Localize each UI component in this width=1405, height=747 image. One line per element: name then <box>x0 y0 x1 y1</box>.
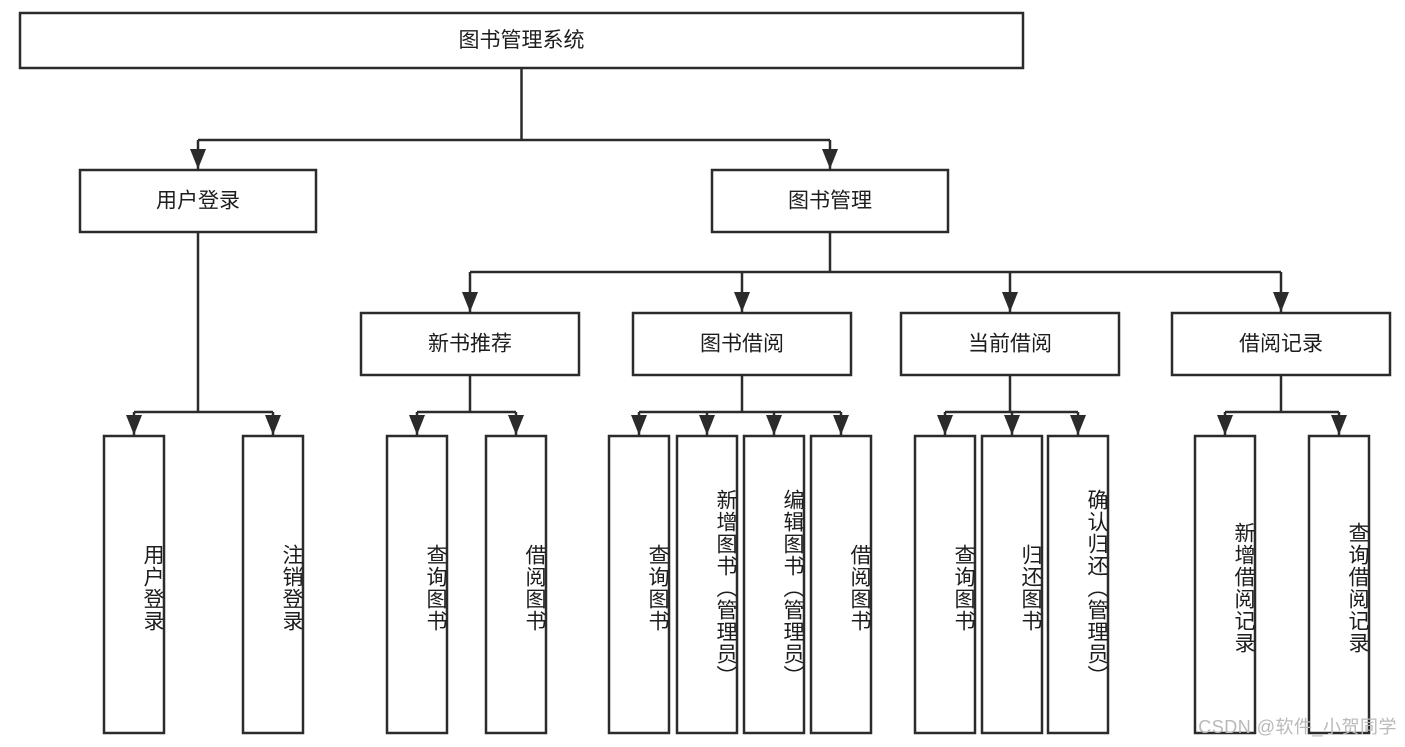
node-level2-box-1[interactable] <box>710 168 950 234</box>
node-leaf-box-7[interactable] <box>809 434 873 735</box>
edges-layer <box>126 68 1347 435</box>
arrow-head-icon <box>190 149 206 169</box>
node-level3-label-0: 新书推荐 <box>428 333 512 356</box>
node-leaf-box-12[interactable] <box>1307 434 1371 735</box>
arrow-head-icon <box>409 415 425 435</box>
arrow-head-icon <box>766 415 782 435</box>
arrow-head-icon <box>1070 415 1086 435</box>
arrow-head-icon <box>265 415 281 435</box>
arrow-head-icon <box>631 415 647 435</box>
arrow-head-icon <box>1002 292 1018 312</box>
node-leaf-box-1[interactable] <box>241 434 305 735</box>
watermark: CSDN @软件_小贺同学 <box>1198 717 1397 737</box>
node-leaf-box-9[interactable] <box>980 434 1044 735</box>
node-leaf-box-5[interactable] <box>675 434 739 735</box>
arrow-head-icon <box>462 292 478 312</box>
node-level3-label-3: 借阅记录 <box>1239 333 1323 356</box>
node-leaf-box-10[interactable] <box>1046 434 1110 735</box>
node-leaf-box-2[interactable] <box>385 434 449 735</box>
node-leaf-box-6[interactable] <box>742 434 806 735</box>
arrow-head-icon <box>1273 292 1289 312</box>
node-root-box[interactable] <box>18 11 1025 70</box>
arrow-head-icon <box>833 415 849 435</box>
node-leaf-box-0[interactable] <box>102 434 166 735</box>
arrow-head-icon <box>734 292 750 312</box>
node-level3-box-1[interactable] <box>631 311 853 377</box>
arrow-head-icon <box>1331 415 1347 435</box>
node-leaf-box-4[interactable] <box>607 434 671 735</box>
arrow-head-icon <box>937 415 953 435</box>
node-level3-box-2[interactable] <box>899 311 1121 377</box>
boxes-layer <box>18 11 1392 735</box>
node-leaf-box-11[interactable] <box>1193 434 1257 735</box>
node-leaf-box-3[interactable] <box>484 434 548 735</box>
node-level3-box-0[interactable] <box>359 311 581 377</box>
node-level3-box-3[interactable] <box>1170 311 1392 377</box>
node-level2-box-0[interactable] <box>78 168 318 234</box>
node-level2-label-0: 用户登录 <box>156 190 240 213</box>
arrow-head-icon <box>699 415 715 435</box>
node-root-label: 图书管理系统 <box>459 29 585 52</box>
arrow-head-icon <box>822 149 838 169</box>
arrow-head-icon <box>1217 415 1233 435</box>
arrow-head-icon <box>126 415 142 435</box>
arrow-head-icon <box>1004 415 1020 435</box>
node-leaf-box-8[interactable] <box>913 434 977 735</box>
arrow-head-icon <box>508 415 524 435</box>
node-level3-label-2: 当前借阅 <box>968 333 1052 356</box>
node-level2-label-1: 图书管理 <box>788 190 872 213</box>
node-level3-label-1: 图书借阅 <box>700 333 784 356</box>
